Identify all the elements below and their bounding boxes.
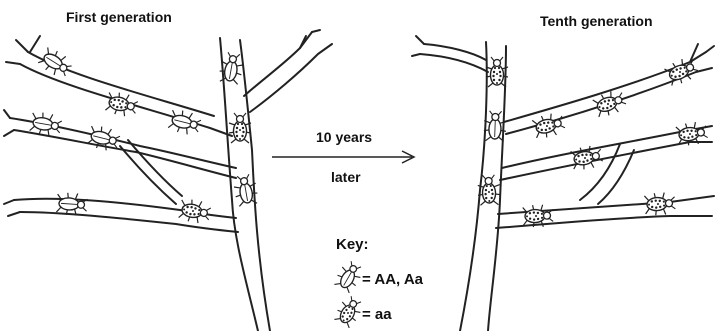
- left-beetle-9: [56, 192, 87, 216]
- first-generation-label: First generation: [66, 9, 172, 25]
- key-title: Key:: [336, 236, 369, 253]
- right-beetle-10: [644, 192, 675, 216]
- key-plain-label: = AA, Aa: [362, 271, 424, 288]
- left-beetle-10: [178, 198, 211, 225]
- arrow-top-label: 10 years: [316, 129, 372, 145]
- spotted-beetle-icon: [333, 294, 365, 329]
- tenth-generation-label: Tenth generation: [540, 13, 653, 29]
- legend: Key: = AA, Aa = aa: [333, 236, 424, 329]
- tenth-generation-tree: [412, 36, 714, 331]
- left-beetle-2: [105, 91, 139, 119]
- plain-beetle-icon: [333, 259, 365, 294]
- key-spotted-label: = aa: [362, 306, 392, 323]
- right-arrow-icon: [272, 151, 414, 163]
- arrow-bottom-label: later: [331, 169, 361, 185]
- first-generation-tree: [4, 30, 332, 331]
- right-beetle-3: [532, 111, 566, 140]
- right-beetle-4: [592, 88, 628, 119]
- left-beetle-3: [168, 108, 202, 137]
